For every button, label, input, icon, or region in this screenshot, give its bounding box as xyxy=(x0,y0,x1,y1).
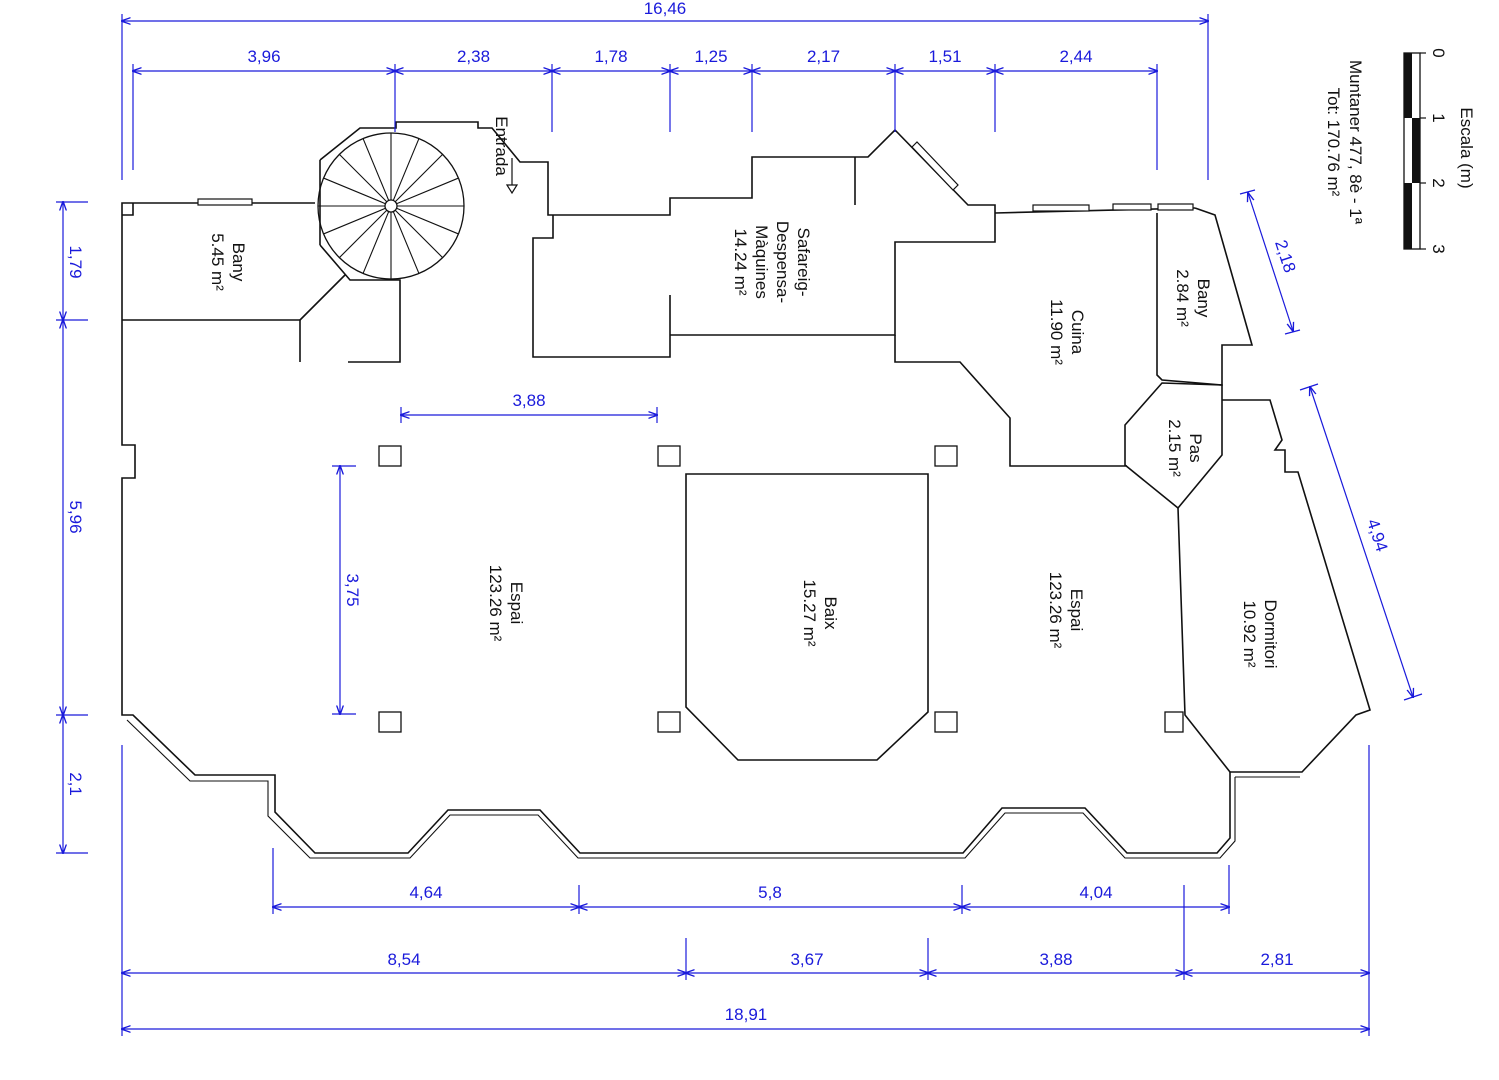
dim-left-1: 1,79 xyxy=(66,245,85,278)
room-safareig-name-3: Màquines xyxy=(752,225,771,299)
dim-top-label: 3,96 xyxy=(247,47,280,66)
room-bany-2-area: 2.84 m² xyxy=(1173,269,1192,327)
dim-top-label: 2,17 xyxy=(807,47,840,66)
stair-tread xyxy=(392,211,420,274)
room-dormitori-area: 10.92 m² xyxy=(1240,600,1259,667)
stair-tread xyxy=(394,209,444,259)
room-baix-name: Baix xyxy=(821,596,840,630)
dim-total-top: 16,46 xyxy=(644,0,687,18)
room-bany-1-area: 5.45 m² xyxy=(208,233,227,291)
dim-bottom2-1: 8,54 xyxy=(387,950,420,969)
stair-tread xyxy=(396,207,459,235)
scale-bar xyxy=(1403,52,1426,250)
dim-left-2: 5,96 xyxy=(66,500,85,533)
stair-tread xyxy=(392,138,420,201)
scale-tick-3: 3 xyxy=(1429,244,1448,253)
room-pas-name: Pas xyxy=(1186,433,1205,462)
room-espai-1-name: Espai xyxy=(507,582,526,625)
dim-total-bottom: 18,91 xyxy=(725,1005,768,1024)
room-espai-2-area: 123.26 m² xyxy=(1046,572,1065,649)
room-safareig-area: 14.24 m² xyxy=(731,228,750,295)
room-espai-1-area: 123.26 m² xyxy=(486,565,505,642)
room-safareig-name-2: Despensa- xyxy=(773,221,792,303)
dim-inner-h: 3,88 xyxy=(512,391,545,410)
room-safareig-name-1: Safareig- xyxy=(794,228,813,297)
columns xyxy=(378,445,1184,733)
dim-top-label: 1,51 xyxy=(928,47,961,66)
room-labels: Bany 5.45 m² Safareig- Despensa- Màquine… xyxy=(208,116,1280,668)
dim-inner-v: 3,75 xyxy=(343,573,362,606)
legend-total: Tot: 170.76 m² xyxy=(1324,88,1343,197)
room-dormitori-name: Dormitori xyxy=(1261,600,1280,669)
room-pas-area: 2.15 m² xyxy=(1165,419,1184,477)
room-baix-area: 15.27 m² xyxy=(800,579,819,646)
entrada-label: Entrada xyxy=(492,116,511,176)
stair-tread xyxy=(338,209,388,259)
dim-bottom1-3: 4,04 xyxy=(1079,883,1112,902)
dim-top-label: 1,78 xyxy=(594,47,627,66)
room-cuina-area: 11.90 m² xyxy=(1047,299,1066,365)
dim-bottom2-3: 3,88 xyxy=(1039,950,1072,969)
dim-right-big: 4,94 xyxy=(1363,517,1391,554)
dim-top-label: 2,44 xyxy=(1059,47,1092,66)
stair-tread xyxy=(323,177,386,205)
stair-tread xyxy=(396,177,459,205)
scale-tick-2: 2 xyxy=(1429,178,1448,187)
dim-bottom1-1: 4,64 xyxy=(409,883,442,902)
room-cuina-name: Cuina xyxy=(1068,310,1087,355)
legend: Muntaner 477, 8è - 1ª Tot: 170.76 m² Esc… xyxy=(1324,48,1476,253)
dim-top-label: 2,38 xyxy=(457,47,490,66)
dim-right-small: 2,18 xyxy=(1271,238,1299,275)
spiral-staircase xyxy=(317,132,465,280)
dim-left-3: 2,1 xyxy=(66,772,85,796)
dim-bottom2-2: 3,67 xyxy=(790,950,823,969)
legend-address: Muntaner 477, 8è - 1ª xyxy=(1346,60,1365,225)
dim-top-label: 1,25 xyxy=(694,47,727,66)
stair-tread xyxy=(338,153,388,203)
room-espai-2-name: Espai xyxy=(1067,589,1086,632)
entrance-arrow-icon xyxy=(505,158,519,195)
dim-bottom2-4: 2,81 xyxy=(1260,950,1293,969)
walls xyxy=(121,121,1371,859)
dim-bottom1-2: 5,8 xyxy=(758,883,782,902)
scale-tick-1: 1 xyxy=(1429,113,1448,122)
stair-tread xyxy=(323,207,386,235)
legend-scale-title: Escala (m) xyxy=(1457,107,1476,188)
room-bany-2-name: Bany xyxy=(1194,279,1213,318)
room-bany-1-name: Bany xyxy=(229,243,248,282)
scale-tick-0: 0 xyxy=(1429,48,1448,57)
stair-tread xyxy=(394,153,444,203)
stair-tread xyxy=(362,211,390,274)
stair-tread xyxy=(362,138,390,201)
